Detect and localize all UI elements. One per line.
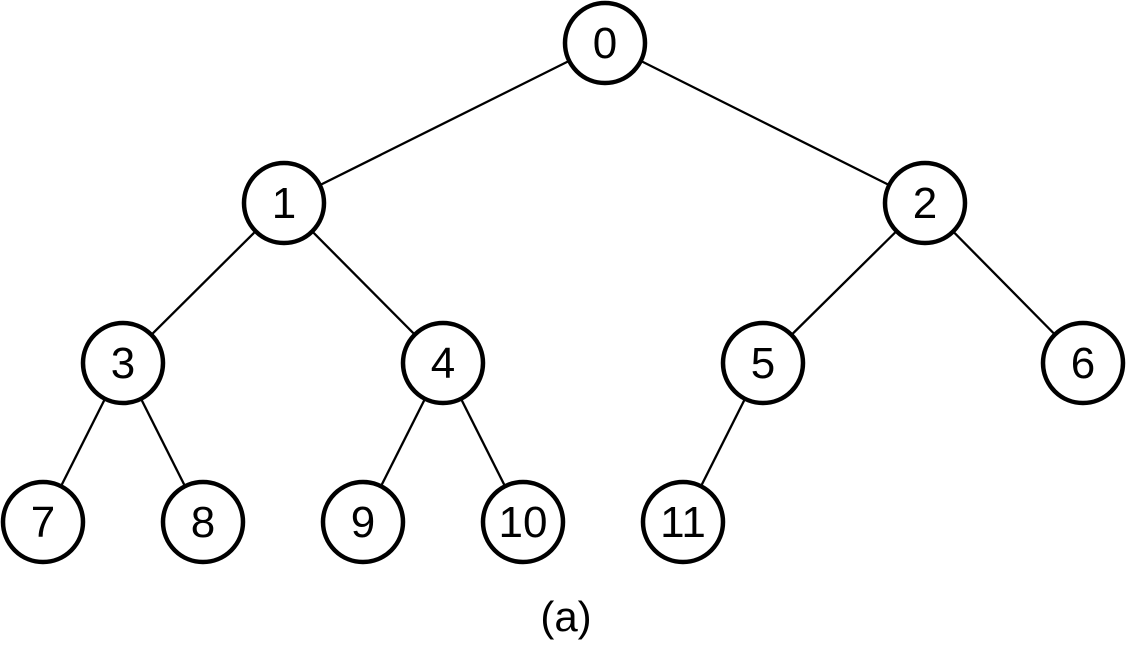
tree-node-circle — [720, 320, 806, 406]
tree-node-circle — [400, 320, 486, 406]
tree-node-7: 7 — [0, 479, 86, 565]
tree-node-8: 8 — [160, 479, 246, 565]
tree-node-circle — [480, 479, 566, 565]
tree-node-2: 2 — [882, 160, 968, 246]
tree-node-10: 10 — [480, 479, 566, 565]
tree-node-label: 3 — [111, 339, 135, 388]
tree-node-3: 3 — [80, 320, 166, 406]
tree-node-label: 5 — [751, 339, 775, 388]
tree-node-label: 8 — [191, 498, 215, 547]
tree-node-label: 10 — [499, 498, 548, 547]
tree-node-label: 4 — [431, 339, 455, 388]
tree-node-circle — [0, 479, 86, 565]
edges-layer — [41, 41, 1084, 523]
tree-node-4: 4 — [400, 320, 486, 406]
tree-node-circle — [882, 160, 968, 246]
tree-node-9: 9 — [320, 479, 406, 565]
tree-node-circle — [80, 320, 166, 406]
tree-edge-0-1 — [283, 41, 606, 205]
tree-node-11: 11 — [640, 479, 726, 565]
tree-node-1: 1 — [241, 160, 327, 246]
tree-node-6: 6 — [1040, 320, 1126, 406]
tree-node-0: 0 — [562, 0, 648, 86]
tree-node-label: 0 — [593, 19, 617, 68]
tree-edge-0-2 — [604, 41, 926, 205]
tree-node-label: 6 — [1071, 339, 1095, 388]
tree-node-circle — [562, 0, 648, 86]
nodes-layer: 0 1 2 3 4 5 6 7 8 9 10 11 — [0, 0, 1126, 565]
tree-node-circle — [241, 160, 327, 246]
tree-node-circle — [160, 479, 246, 565]
tree-node-label: 2 — [913, 179, 937, 228]
tree-node-circle — [640, 479, 726, 565]
tree-node-label: 11 — [660, 498, 706, 547]
figure-caption: (a) — [540, 593, 591, 640]
tree-node-label: 7 — [31, 498, 55, 547]
tree-node-circle — [320, 479, 406, 565]
tree-node-circle — [1040, 320, 1126, 406]
tree-node-label: 9 — [351, 498, 375, 547]
tree-node-5: 5 — [720, 320, 806, 406]
tree-node-label: 1 — [272, 179, 296, 228]
